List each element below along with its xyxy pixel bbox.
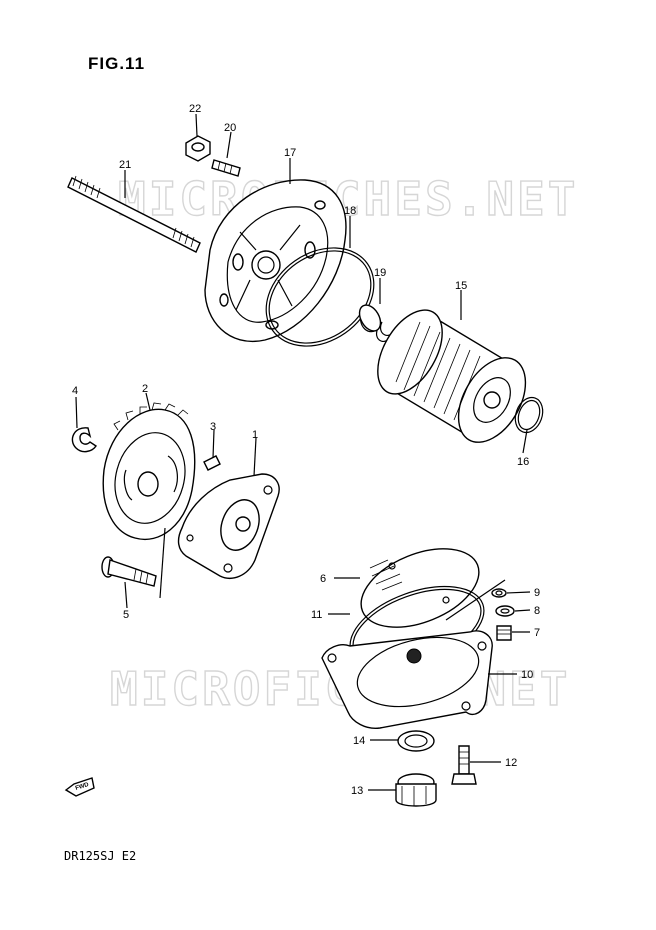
callout-15[interactable]: 15 [455, 280, 467, 292]
part-5-bolt[interactable] [101, 556, 157, 587]
model-code: DR125SJ E2 [64, 849, 137, 863]
callout-13[interactable]: 13 [351, 785, 363, 797]
watermark-top: MICROFICHES.NET [118, 172, 578, 226]
part-13-drain-plug[interactable] [395, 773, 437, 807]
part-4-circlip[interactable] [71, 427, 97, 453]
callout-2[interactable]: 2 [142, 383, 148, 395]
callout-12[interactable]: 12 [505, 757, 517, 769]
part-7-bolt[interactable] [496, 625, 512, 641]
callout-17[interactable]: 17 [284, 147, 296, 159]
callout-4[interactable]: 4 [72, 385, 78, 397]
part-16-small-o-ring[interactable] [511, 394, 548, 437]
leader-lines [75, 113, 531, 791]
part-21-stud-bolt[interactable] [67, 175, 201, 253]
callouts: 1 2 3 4 5 6 7 8 9 10 11 12 13 14 15 16 1… [72, 103, 540, 797]
part-3-pin[interactable] [203, 455, 221, 471]
fwd-label: FWD [75, 782, 90, 792]
callout-21[interactable]: 21 [119, 159, 131, 171]
callout-14[interactable]: 14 [353, 735, 365, 747]
callout-7[interactable]: 7 [534, 627, 540, 639]
part-15-oil-filter[interactable] [364, 299, 539, 454]
callout-22[interactable]: 22 [189, 103, 201, 115]
part-10-cover[interactable] [321, 626, 493, 729]
callout-1[interactable]: 1 [252, 429, 258, 441]
callout-3[interactable]: 3 [210, 421, 216, 433]
callout-18[interactable]: 18 [344, 205, 356, 217]
callout-20[interactable]: 20 [224, 122, 236, 134]
callout-5[interactable]: 5 [123, 609, 129, 621]
callout-9[interactable]: 9 [534, 587, 540, 599]
part-20-short-stud[interactable] [211, 159, 241, 177]
part-17-pump-cover[interactable] [204, 179, 347, 343]
part-6-strainer-screen[interactable] [350, 533, 490, 642]
part-14-gasket[interactable] [397, 730, 435, 752]
part-19-spring[interactable] [355, 301, 405, 348]
callout-6[interactable]: 6 [320, 573, 326, 585]
part-1-oil-pump[interactable] [177, 473, 280, 579]
callout-8[interactable]: 8 [534, 605, 540, 617]
figure-title: FIG.11 [88, 54, 146, 73]
callout-11[interactable]: 11 [311, 609, 322, 621]
part-8-washer[interactable] [495, 605, 515, 617]
callout-16[interactable]: 16 [517, 456, 529, 468]
part-2-gear[interactable] [102, 402, 196, 541]
forward-marker: FWD [64, 777, 95, 797]
part-22-nut[interactable] [185, 135, 211, 162]
callout-19[interactable]: 19 [374, 267, 386, 279]
part-9-washer[interactable] [491, 588, 507, 598]
callout-10[interactable]: 10 [521, 669, 533, 681]
part-18-o-ring[interactable] [247, 228, 392, 367]
part-12-bolt[interactable] [451, 745, 477, 785]
